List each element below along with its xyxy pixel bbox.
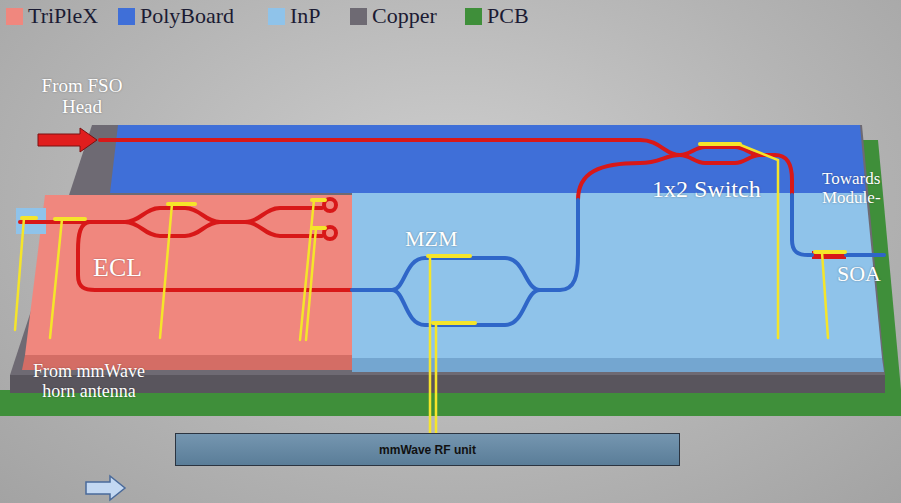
legend-text: InP <box>290 3 321 29</box>
electrode <box>428 254 470 258</box>
waveguide <box>20 220 125 224</box>
waveguide <box>100 140 680 155</box>
inp-front <box>352 358 884 372</box>
rf-wire <box>435 323 438 436</box>
bias-wire <box>15 218 24 330</box>
node-text: mmWave RF unit <box>379 443 476 457</box>
bias-wire <box>822 252 828 338</box>
legend-swatch <box>268 8 285 25</box>
waveguide <box>680 155 760 163</box>
soa-section <box>812 251 846 259</box>
bias-wire <box>160 204 172 338</box>
electrode <box>55 217 85 221</box>
waveguide <box>352 288 392 292</box>
optical-input-arrow <box>38 128 97 152</box>
waveguide <box>846 253 884 257</box>
bias-wire <box>738 144 778 338</box>
waveguide <box>792 195 812 255</box>
inp-chip <box>352 193 882 358</box>
waveguide <box>220 208 322 222</box>
component-label: Towards Module- <box>822 170 900 207</box>
waveguide <box>125 222 220 236</box>
legend-swatch <box>465 8 482 25</box>
waveguide <box>760 155 792 195</box>
legend-text: Copper <box>372 3 437 29</box>
waveguide <box>540 200 578 290</box>
input-label: From mmWave horn antenna <box>30 362 148 402</box>
legend-text: PolyBoard <box>140 3 234 29</box>
legend-item: InP <box>268 3 321 29</box>
legend-item: PCB <box>465 3 529 29</box>
bias-wire <box>306 228 316 340</box>
component-label: MZM <box>405 227 475 251</box>
legend-item: TriPleX <box>6 3 98 29</box>
legend-item: Copper <box>350 3 437 29</box>
legend-text: PCB <box>487 3 529 29</box>
electrode <box>312 226 325 230</box>
rf-wire <box>429 256 432 436</box>
copper-carrier <box>10 125 885 375</box>
rf-input-arrow <box>86 476 125 500</box>
legend-swatch <box>118 8 135 25</box>
component-label: ECL <box>93 254 153 283</box>
legend-item: PolyBoard <box>118 3 234 29</box>
mzm-arm <box>392 258 540 290</box>
input-label: From FSO Head <box>34 76 130 118</box>
electrode <box>700 142 740 146</box>
electrode <box>815 250 845 254</box>
legend-swatch <box>350 8 367 25</box>
legend-text: TriPleX <box>28 3 98 29</box>
mzm-arm <box>392 290 540 325</box>
electrode <box>433 321 475 325</box>
component-label: 1x2 Switch <box>652 176 772 202</box>
bias-wire <box>50 219 62 338</box>
rf-unit-box: mmWave RF unit <box>175 433 680 466</box>
triplex-chip <box>25 195 352 355</box>
component-label: SOA <box>837 262 893 286</box>
legend-swatch <box>6 8 23 25</box>
